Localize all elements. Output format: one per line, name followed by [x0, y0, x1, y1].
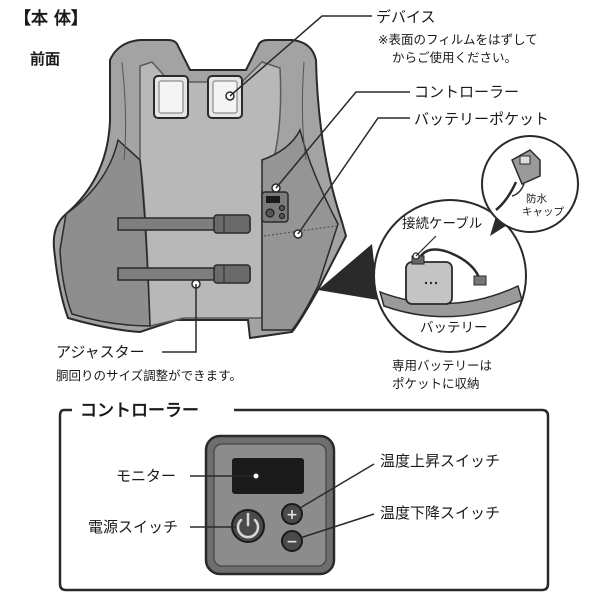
- label-waterproof-cap-2: キャップ: [522, 206, 564, 218]
- label-device-note-2: からご使用ください。: [392, 50, 517, 65]
- device-pads: [153, 75, 243, 119]
- zoom-pointer-wedge: [318, 244, 378, 300]
- device-pad-right-film: [212, 80, 238, 114]
- label-device: デバイス: [376, 8, 436, 26]
- controller-panel-title: コントローラー: [80, 401, 199, 421]
- buckle-lower: [213, 264, 251, 284]
- left-seam: [121, 61, 127, 161]
- vest-controller-plus: [279, 205, 285, 211]
- label-power-switch: 電源スイッチ: [88, 518, 178, 536]
- vest-controller-minus: [279, 213, 285, 219]
- leader-lines: [162, 15, 410, 353]
- battery-led-1: [424, 281, 428, 285]
- monitor-pointer-dot: [252, 472, 260, 480]
- label-battery: バッテリー: [420, 320, 488, 336]
- leader-device: [229, 15, 372, 97]
- controller-monitor: [232, 458, 304, 494]
- waterproof-cap-zoom: 防水 キャップ: [481, 135, 579, 236]
- header-title: 【本 体】: [14, 8, 88, 29]
- battery-led-3: [434, 281, 438, 285]
- cap-cable: [495, 181, 518, 211]
- label-device-note-1: ※表面のフィルムをはずして: [378, 32, 538, 47]
- vest-controller: [261, 183, 289, 223]
- cap-circle: [481, 135, 579, 233]
- battery-zoom: 接続ケーブル バッテリー: [318, 199, 527, 353]
- label-adjuster: アジャスター: [56, 343, 145, 361]
- controller-panel-frame: [58, 408, 550, 592]
- label-controller: コントローラー: [414, 83, 519, 101]
- battery-body: [405, 261, 453, 305]
- power-icon: [236, 518, 260, 539]
- controller-panel: コントローラー + − モニター 電源スイッチ 温度上昇スイッチ 温度下降スイッ…: [58, 401, 550, 592]
- label-waterproof-cap-1: 防水: [526, 192, 547, 205]
- battery-led-2: [429, 281, 433, 285]
- cap-strap: [511, 183, 525, 197]
- cable-end: [473, 275, 487, 286]
- device-pad-left-film: [158, 80, 184, 114]
- label-connection-cable: 接続ケーブル: [402, 215, 482, 232]
- leader-temp-down: [299, 513, 375, 539]
- cap-connector: [511, 149, 541, 185]
- temp-down-button: [281, 530, 303, 552]
- label-battery-pocket: バッテリーポケット: [414, 110, 549, 128]
- vest-body: [52, 39, 348, 340]
- temp-up-button: [281, 503, 303, 525]
- minus-icon: −: [286, 534, 298, 550]
- cap-port: [519, 155, 531, 165]
- label-adjuster-note: 胴回りのサイズ調整ができます。: [56, 368, 242, 383]
- controller-leader-lines: [190, 463, 375, 539]
- header-subtitle: 前面: [30, 50, 60, 68]
- connection-cable: [416, 248, 482, 281]
- plus-icon: +: [286, 507, 298, 523]
- label-battery-note-2: ポケットに収納: [392, 376, 480, 391]
- vest-controller-power: [265, 208, 275, 218]
- label-temp-up: 温度上昇スイッチ: [380, 452, 500, 470]
- label-battery-note-1: 専用バッテリーは: [392, 358, 492, 373]
- label-monitor: モニター: [116, 467, 176, 485]
- buckle-upper: [213, 214, 251, 234]
- leader-battery-pocket: [297, 117, 410, 235]
- vest-controller-screen: [266, 196, 280, 203]
- leader-controller: [275, 91, 410, 189]
- leader-temp-up: [299, 463, 375, 509]
- leader-connection-cable: [415, 235, 437, 257]
- leader-adjuster: [162, 284, 197, 353]
- label-temp-down: 温度下降スイッチ: [380, 504, 500, 522]
- right-seam: [301, 61, 307, 161]
